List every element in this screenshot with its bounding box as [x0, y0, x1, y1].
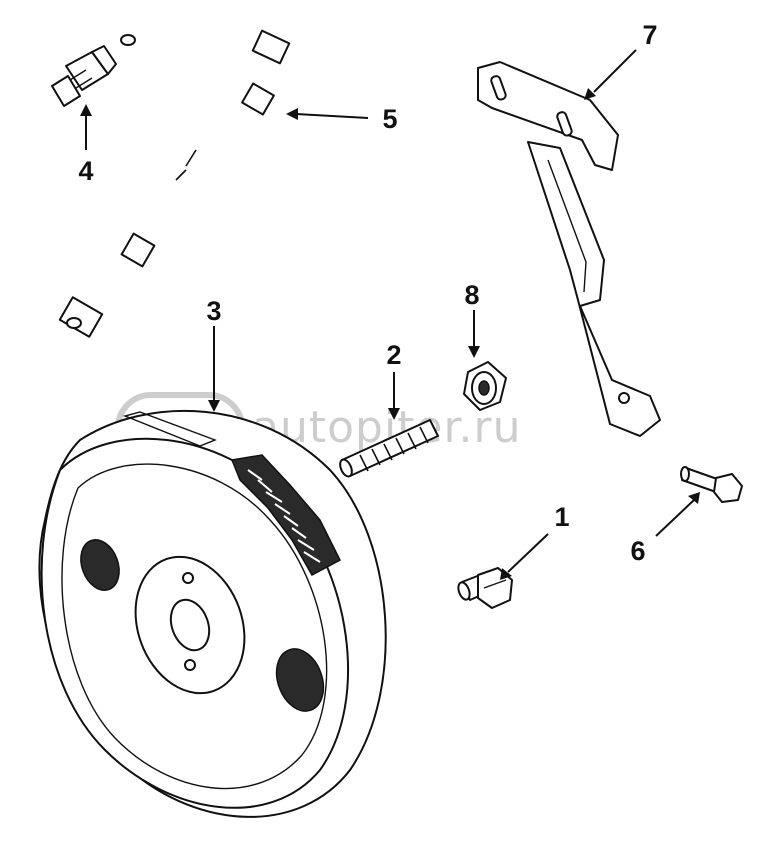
gear-bolt-hole [182, 572, 194, 584]
gear-window [275, 648, 325, 712]
part-5-tube [58, 29, 304, 338]
sensor-tip [51, 75, 81, 107]
gear-rim-segment [122, 411, 217, 447]
callout-arrow-7 [593, 49, 637, 93]
tube-fitting-top [251, 29, 291, 65]
sensor-body [91, 45, 117, 75]
callout-1: 1 [554, 502, 569, 532]
tube-fitting-bottom [58, 296, 104, 338]
callout-7: 7 [642, 20, 657, 50]
callout-arrow-1 [507, 533, 549, 573]
callout-arrows [80, 49, 700, 580]
bracket-edge [547, 159, 587, 293]
part-7-bracket [477, 61, 661, 437]
callout-3: 3 [206, 296, 221, 326]
callout-arrow-5 [295, 113, 369, 119]
bracket-top-flange [477, 61, 619, 171]
part-3-gear [38, 409, 387, 818]
gear-window [80, 539, 120, 591]
bracket-slot [556, 111, 573, 137]
callout-2: 2 [386, 340, 401, 370]
part-8-nut [463, 361, 507, 411]
tube-ferrule [120, 232, 156, 268]
part-4-sensor [51, 34, 136, 107]
gear-bolt-hole [184, 659, 196, 671]
gear-inner-ring [61, 463, 328, 790]
gear-hub-bore [169, 598, 211, 652]
part-2-stud [339, 419, 439, 478]
callout-4: 4 [78, 156, 93, 186]
nut-bore [478, 380, 490, 396]
callout-6: 6 [630, 536, 645, 566]
part-6-bolt [680, 466, 743, 503]
bracket-hole [618, 392, 630, 404]
gear-teeth [230, 454, 341, 577]
bracket-slot [490, 75, 507, 101]
tube-outline [87, 45, 302, 317]
sensor-washer [120, 34, 136, 46]
bolt-6-head [713, 473, 743, 503]
callout-8: 8 [464, 280, 479, 310]
callout-5: 5 [382, 104, 397, 134]
tube-ferrule [241, 82, 275, 116]
callout-labels: 4 5 7 3 8 2 1 6 [78, 20, 657, 566]
callout-arrow-6 [655, 499, 695, 537]
bracket-arm [527, 141, 661, 437]
